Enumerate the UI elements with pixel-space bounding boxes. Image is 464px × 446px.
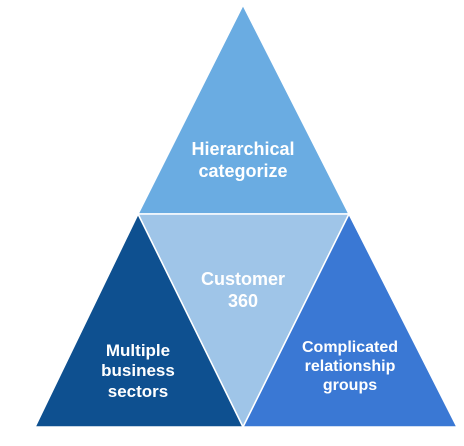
left-triangle	[33, 212, 245, 428]
left-label-line-1: Multiple	[105, 341, 171, 360]
right-label-line-1: Complicated	[301, 339, 398, 356]
left-triangle-label: Multiple business sectors	[78, 341, 198, 402]
right-label-line-3: groups	[322, 377, 378, 395]
top-label-line-2: categorize	[198, 160, 288, 181]
center-label-line-1: Customer	[200, 269, 285, 289]
right-triangle-label: Complicated relationship groups	[285, 338, 415, 396]
left-label-line-3: sectors	[107, 381, 169, 401]
top-triangle-label: Hierarchical categorize	[143, 139, 343, 182]
top-label-line-1: Hierarchical	[191, 139, 295, 159]
center-label-line-2: 360	[227, 290, 259, 311]
top-triangle	[136, 3, 351, 215]
right-triangle	[241, 212, 459, 428]
center-triangle-label: Customer 360	[163, 269, 323, 312]
left-label-line-2: business	[101, 361, 175, 381]
right-label-line-2: relationship	[304, 358, 396, 376]
